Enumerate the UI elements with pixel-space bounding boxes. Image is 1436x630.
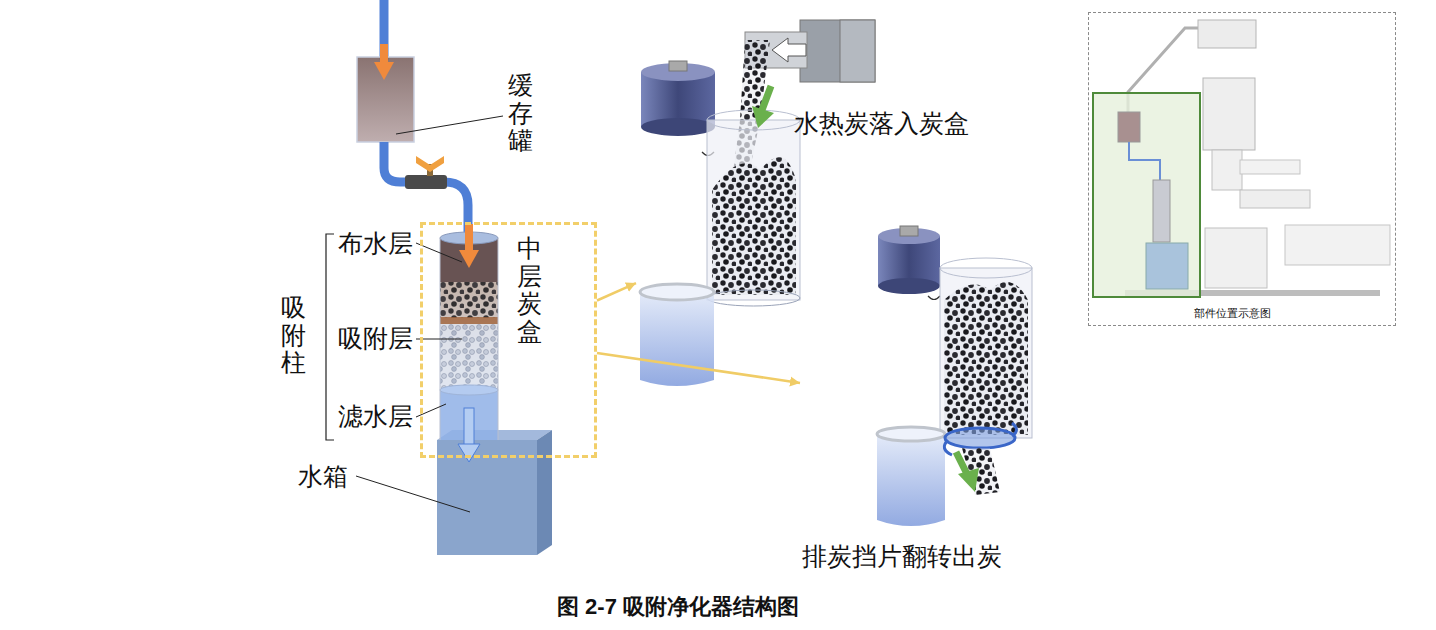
inset-machine: [1240, 190, 1310, 208]
carbon-box: [707, 120, 800, 300]
inset-highlight: [1093, 93, 1200, 297]
discharge-flap: [944, 440, 952, 455]
direction-arrow: [752, 106, 774, 128]
inset-machine: [1203, 78, 1255, 150]
part-label: 水箱: [298, 461, 348, 491]
valve-symbol: [405, 175, 447, 189]
inset-machine: [1240, 160, 1300, 174]
flow-arrow: [458, 444, 480, 462]
flow-arrow: [374, 62, 394, 80]
flow-arrow: [380, 44, 388, 64]
direction-arrow: [752, 86, 774, 128]
part-label: 滤水层: [338, 401, 413, 431]
bracket: [326, 234, 334, 440]
outlet-pipe: [444, 182, 468, 240]
carbon-box-lid: [878, 278, 940, 294]
inset-highlight: [1146, 243, 1188, 289]
feeder-machine: [800, 20, 875, 82]
flow-arrow: [459, 250, 479, 268]
water-cup: [877, 427, 945, 441]
adsorption-column: [440, 385, 498, 395]
valve-symbol: [416, 156, 444, 172]
inset-machine: [1212, 150, 1242, 190]
hinge-mark: [928, 296, 940, 300]
water-tank: [437, 430, 552, 555]
carbon-box-lid: [878, 226, 940, 294]
outlet-pipe: [384, 142, 468, 240]
inset-machine: [1285, 225, 1390, 265]
leader-line: [356, 476, 470, 512]
adsorption-column: [440, 282, 498, 390]
carbon-box-lid: [900, 226, 918, 236]
carbon-box-frame: 中层炭盒: [420, 222, 597, 458]
figure-caption: 图 2-7 吸附净化器结构图: [557, 592, 799, 622]
carbon-box: [944, 282, 1028, 435]
valve-symbol: [405, 156, 447, 189]
part-label: 缓存罐: [508, 72, 533, 155]
inset-machine: [1198, 20, 1256, 48]
leader-line: [356, 116, 503, 512]
water-cup: [877, 434, 945, 526]
inset-highlight: [1153, 180, 1170, 242]
carbon-feed-view: 水热炭落入炭盒: [636, 15, 986, 395]
carbon-box-lid: [641, 118, 715, 136]
hinge-mark: [928, 296, 940, 300]
flow-arrow: [458, 408, 480, 462]
direction-arrow: [958, 468, 979, 492]
water-cup: [877, 427, 945, 526]
part-label: 布水层: [338, 228, 413, 258]
carbon-box: [707, 110, 800, 306]
carbon-box: [712, 157, 796, 295]
flow-arrow: [459, 224, 479, 268]
callout-arrow: [597, 283, 636, 300]
flow-arrow: [464, 408, 474, 446]
carbon-box: [707, 290, 800, 306]
part-label: 吸附层: [338, 323, 413, 353]
buffer-tank: [357, 57, 414, 142]
adsorption-column: [440, 282, 498, 318]
carbon-box: [940, 258, 1032, 278]
buffer-tank: [357, 57, 414, 142]
leader-line: [396, 116, 503, 134]
callout-arrow: [597, 353, 800, 383]
carbon-box-lid: [641, 61, 715, 136]
direction-arrow: [956, 452, 979, 492]
feeder-machine: [772, 38, 806, 62]
direction-arrow: [762, 86, 771, 110]
node-label: 中层炭盒: [517, 235, 542, 345]
carbon-box: [940, 258, 1032, 438]
water-cup: [640, 292, 714, 386]
inset-highlight: [1118, 112, 1140, 142]
water-cup: [640, 284, 714, 386]
node-label: 部件位置示意图: [1194, 306, 1271, 321]
water-cup: [640, 284, 714, 300]
adsorption-column: [440, 324, 498, 390]
group-label: 吸附柱: [281, 294, 306, 377]
flow-arrow: [465, 224, 473, 252]
water-tank: [537, 430, 552, 555]
carbon-box: [707, 110, 800, 130]
discharge-flap: [945, 428, 1015, 448]
carbon-box: [940, 268, 1032, 438]
carbon-box-lid: [669, 61, 687, 71]
node-label: 水热炭落入炭盒: [794, 107, 969, 140]
adsorption-column: [440, 317, 498, 324]
inset-highlight: [1129, 142, 1160, 180]
node-label: 排炭挡片翻转出炭: [802, 540, 1002, 573]
inset-panel: 部件位置示意图: [1088, 12, 1396, 326]
inset-highlight: [1093, 93, 1200, 297]
flow-arrow: [374, 44, 394, 80]
bracket: [326, 234, 334, 440]
carbon-discharge-view: 排炭挡片翻转出炭: [800, 222, 1025, 577]
inset-machine: [1205, 228, 1267, 288]
feeder-machine: [840, 20, 875, 82]
discharge-flap: [1012, 423, 1017, 436]
